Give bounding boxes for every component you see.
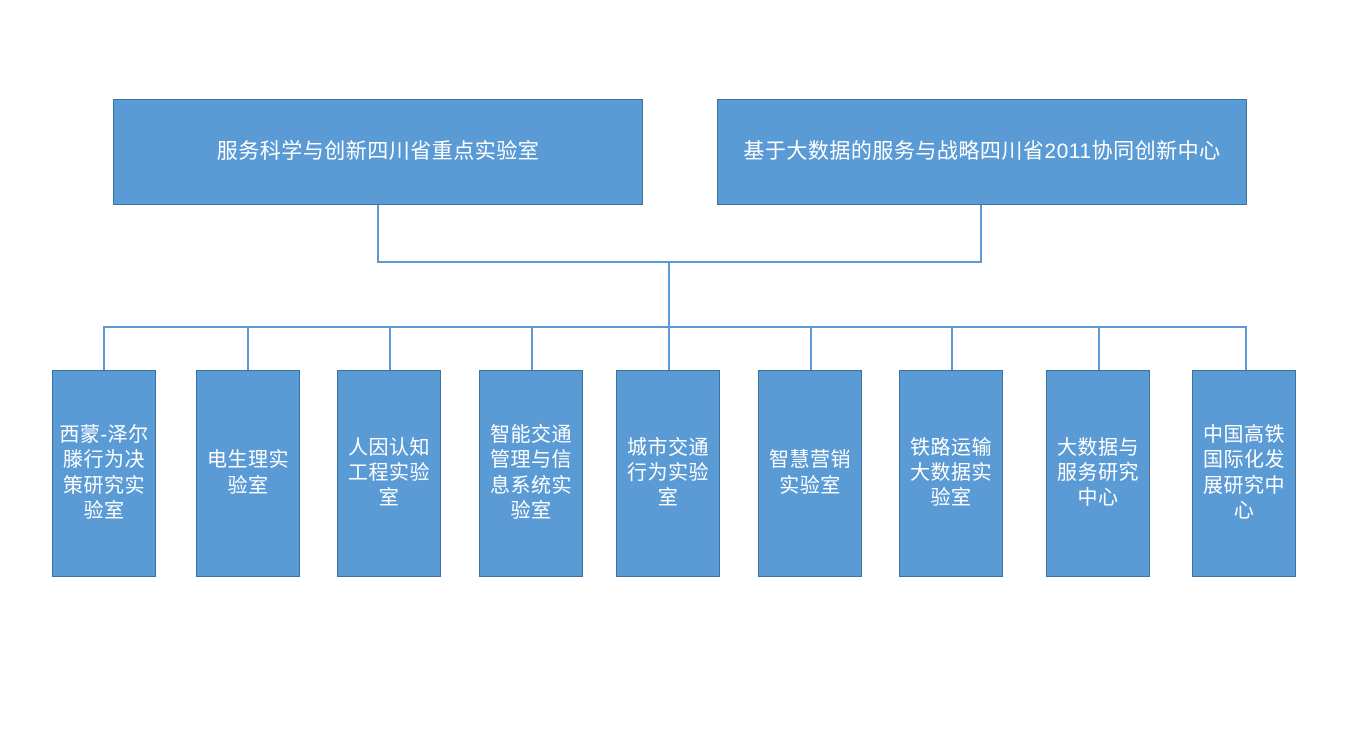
connector-top-right-stem — [980, 205, 982, 262]
leaf-node-7[interactable]: 铁路运输大数据实验室 — [899, 370, 1003, 577]
connector-drop-1 — [103, 326, 105, 371]
leaf-node-3[interactable]: 人因认知工程实验室 — [337, 370, 441, 577]
top-node-key-lab-label: 服务科学与创新四川省重点实验室 — [216, 139, 540, 163]
connector-drop-9 — [1245, 326, 1247, 371]
leaf-node-6-label: 智慧营销实验室 — [769, 449, 851, 497]
connector-drop-2 — [247, 326, 249, 371]
connector-distribution-bus — [104, 326, 1246, 328]
connector-drop-3 — [389, 326, 391, 371]
connector-drop-8 — [1098, 326, 1100, 371]
connector-top-left-stem — [377, 205, 379, 262]
leaf-node-2-label: 电生理实验室 — [207, 449, 289, 497]
leaf-node-1-label: 西蒙-泽尔滕行为决策研究实验室 — [59, 424, 149, 522]
leaf-node-9-label: 中国高铁国际化发展研究中心 — [1203, 424, 1285, 522]
leaf-node-1[interactable]: 西蒙-泽尔滕行为决策研究实验室 — [52, 370, 156, 577]
leaf-node-2[interactable]: 电生理实验室 — [196, 370, 300, 577]
leaf-node-3-label: 人因认知工程实验室 — [348, 436, 430, 510]
leaf-node-7-label: 铁路运输大数据实验室 — [910, 436, 992, 510]
leaf-node-8-label: 大数据与服务研究中心 — [1057, 436, 1139, 510]
leaf-node-5[interactable]: 城市交通行为实验室 — [616, 370, 720, 577]
leaf-node-9[interactable]: 中国高铁国际化发展研究中心 — [1192, 370, 1296, 577]
top-node-key-lab[interactable]: 服务科学与创新四川省重点实验室 — [113, 99, 643, 205]
leaf-node-8[interactable]: 大数据与服务研究中心 — [1046, 370, 1150, 577]
connector-drop-5 — [668, 326, 670, 371]
connector-drop-4 — [531, 326, 533, 371]
leaf-node-6[interactable]: 智慧营销实验室 — [758, 370, 862, 577]
leaf-node-4[interactable]: 智能交通管理与信息系统实验室 — [479, 370, 583, 577]
top-node-innovation-center[interactable]: 基于大数据的服务与战略四川省2011协同创新中心 — [717, 99, 1247, 205]
connector-drop-6 — [810, 326, 812, 371]
connector-center-stem — [668, 261, 670, 327]
top-node-innovation-center-label: 基于大数据的服务与战略四川省2011协同创新中心 — [743, 139, 1221, 163]
leaf-node-4-label: 智能交通管理与信息系统实验室 — [490, 424, 572, 522]
connector-drop-7 — [951, 326, 953, 371]
leaf-node-5-label: 城市交通行为实验室 — [627, 436, 709, 510]
connector-top-crossbar — [377, 261, 982, 263]
